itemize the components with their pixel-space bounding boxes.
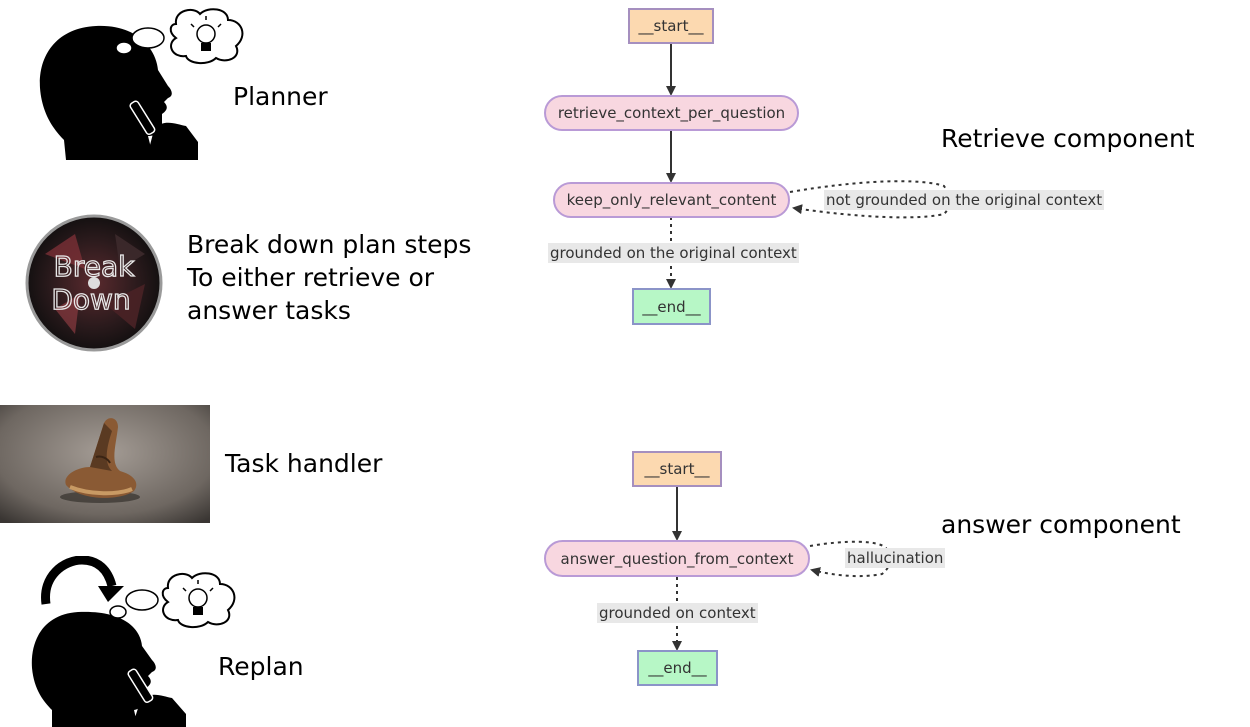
task-handler-label: Task handler	[225, 449, 383, 478]
answer-exit-label: grounded on context	[597, 603, 758, 623]
answer-component-title: answer component	[941, 510, 1181, 539]
answer-loop-label: hallucination	[845, 548, 946, 568]
answer-question-node: answer_question_from_context	[544, 540, 810, 577]
breakdown-line-2: To either retrieve or	[187, 263, 435, 292]
breakdown-line-3: answer tasks	[187, 296, 351, 325]
svg-text:Break: Break	[54, 250, 135, 283]
sorting-hat-icon	[0, 405, 210, 523]
replan-thinking-head-icon	[31, 556, 236, 727]
answer-end-node: __end__	[637, 650, 718, 686]
keep-relevant-node: keep_only_relevant_content	[553, 182, 790, 218]
replan-arrow-icon	[41, 556, 117, 605]
retrieve-start-node: __start__	[628, 8, 714, 44]
retrieve-exit-label: grounded on the original context	[548, 243, 799, 263]
lightbulb-icon	[190, 16, 222, 51]
svg-text:Down: Down	[51, 283, 130, 316]
answer-start-node: __start__	[632, 451, 722, 487]
breakdown-line-1: Break down plan steps	[187, 230, 472, 259]
retrieve-component-title: Retrieve component	[941, 124, 1195, 153]
breakdown-disc-icon: Break Down	[25, 214, 163, 352]
planner-label: Planner	[233, 82, 328, 111]
lightbulb-icon	[182, 580, 214, 615]
replan-label: Replan	[218, 652, 304, 681]
planner-thinking-head-icon	[39, 8, 244, 161]
retrieve-loop-label: not grounded on the original context	[824, 190, 1105, 210]
retrieve-context-node: retrieve_context_per_question	[544, 95, 799, 131]
retrieve-end-node: __end__	[632, 288, 711, 325]
